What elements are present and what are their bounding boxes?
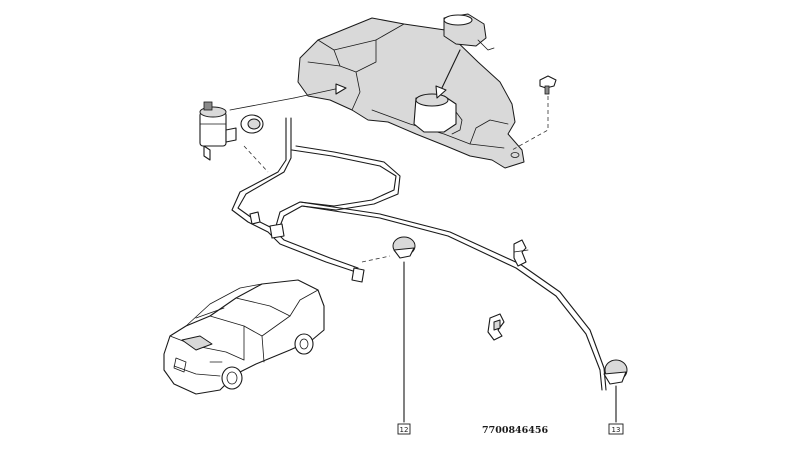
callout-12-label: 12	[400, 426, 409, 434]
diagram-reference-number: 7700846456	[482, 425, 548, 436]
washer-reservoir	[297, 17, 525, 169]
filler-cap	[435, 13, 495, 99]
washer-pump	[199, 83, 347, 161]
hose-clips	[487, 239, 529, 341]
callout-12: 12	[397, 423, 411, 435]
washer-hose	[231, 117, 607, 391]
washer-jet-12	[392, 236, 416, 423]
car-illustration	[163, 279, 325, 395]
callout-13: 13	[608, 423, 624, 435]
pump-grommet	[240, 114, 264, 134]
washer-jet-13	[603, 359, 628, 423]
mounting-clip	[511, 75, 557, 151]
callout-13-label: 13	[612, 426, 621, 434]
